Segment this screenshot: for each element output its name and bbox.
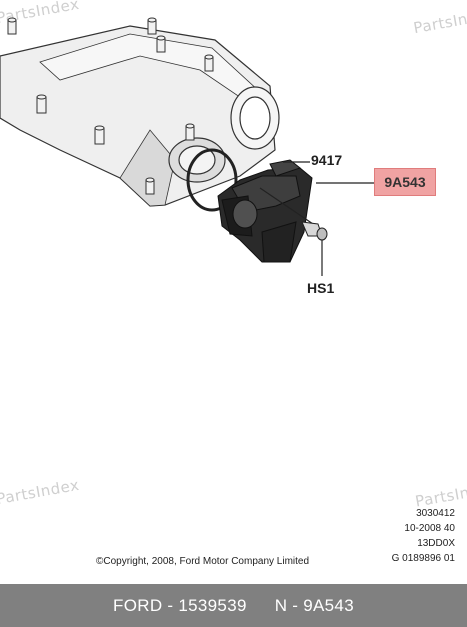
footer-bar: FORD - 1539539 N - 9A543 bbox=[0, 584, 467, 627]
reference-code: G 0189896 01 bbox=[391, 553, 455, 564]
gasket-ring bbox=[186, 148, 238, 212]
part-label-9a543: 9A543 bbox=[384, 174, 426, 190]
diagram-reference-codes: 3030412 10-2008 40 13DD0X G 0189896 01 bbox=[392, 506, 455, 566]
leader-lines bbox=[259, 161, 374, 276]
copyright-notice: ©Copyright, 2008, Ford Motor Company Lim… bbox=[96, 556, 310, 567]
reference-code: 13DD0X bbox=[417, 538, 455, 549]
part-label-hs1: HS1 bbox=[307, 280, 335, 296]
reference-code: 3030412 bbox=[416, 508, 455, 519]
highlighted-part-callout[interactable]: 9A543 bbox=[374, 168, 436, 196]
footer-reference: N - 9A543 bbox=[274, 595, 354, 615]
footer-brand-part: FORD - 1539539 bbox=[113, 595, 247, 615]
bolt bbox=[301, 221, 328, 241]
manifold-studs bbox=[7, 17, 214, 195]
reference-code: 10-2008 40 bbox=[404, 523, 455, 534]
part-label-9417: 9417 bbox=[311, 152, 343, 168]
